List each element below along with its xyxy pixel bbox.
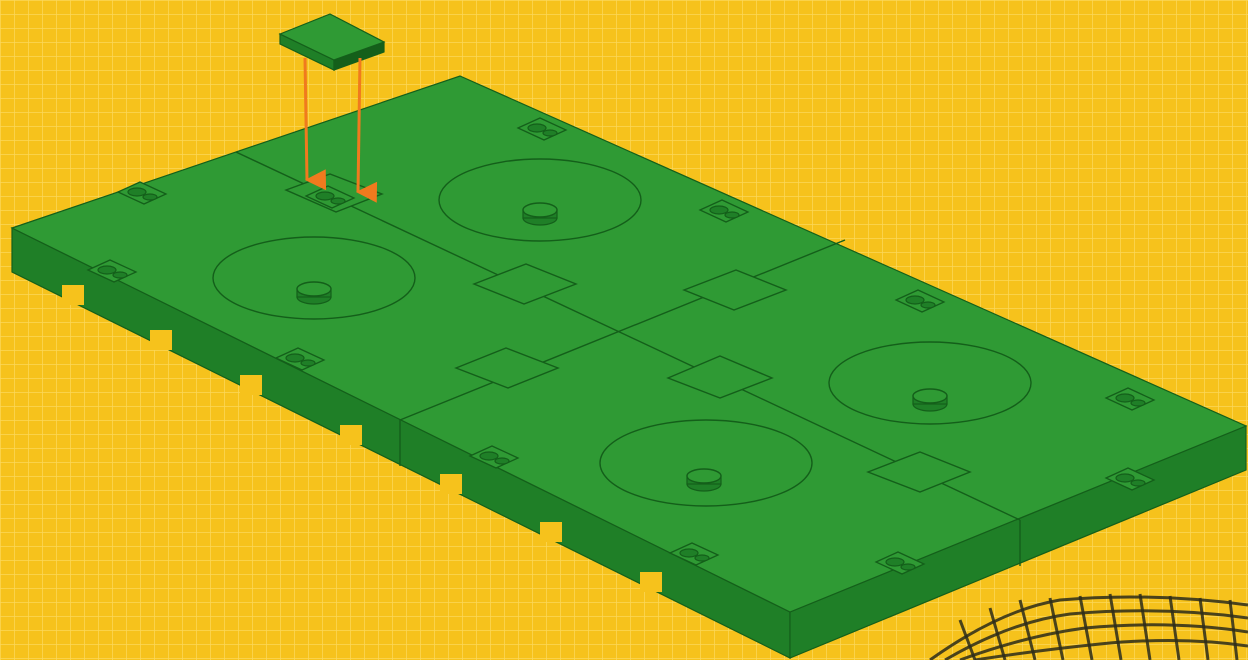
- edge-clip-knob: [921, 302, 935, 308]
- edge-clip-knob: [98, 266, 116, 274]
- edge-clip-knob: [495, 458, 509, 464]
- edge-clip-knob: [906, 296, 924, 304]
- edge-clip-knob: [543, 130, 557, 136]
- edge-clip-knob: [528, 124, 546, 132]
- center-stud: [687, 469, 721, 491]
- edge-clip-knob: [1116, 474, 1134, 482]
- insertion-arrow: [358, 58, 360, 192]
- edge-clip-knob: [316, 192, 334, 200]
- edge-clip-knob: [480, 452, 498, 460]
- edge-clip-knob: [901, 564, 915, 570]
- edge-clip-knob: [143, 194, 157, 200]
- edge-clip-knob: [725, 212, 739, 218]
- insertion-arrow: [305, 58, 307, 180]
- center-stud: [297, 282, 331, 304]
- edge-clip-knob: [331, 198, 345, 204]
- center-stud: [913, 389, 947, 411]
- center-stud: [523, 203, 557, 225]
- edge-clip-knob: [113, 272, 127, 278]
- edge-clip-knob: [1116, 394, 1134, 402]
- edge-clip-knob: [1131, 480, 1145, 486]
- edge-clip-knob: [301, 360, 315, 366]
- edge-clip-knob: [695, 555, 709, 561]
- edge-clip-knob: [710, 206, 728, 214]
- edge-clip-knob: [1131, 400, 1145, 406]
- edge-clip-knob: [886, 558, 904, 566]
- edge-clip-knob: [680, 549, 698, 557]
- edge-clip-knob: [286, 354, 304, 362]
- edge-clip-knob: [128, 188, 146, 196]
